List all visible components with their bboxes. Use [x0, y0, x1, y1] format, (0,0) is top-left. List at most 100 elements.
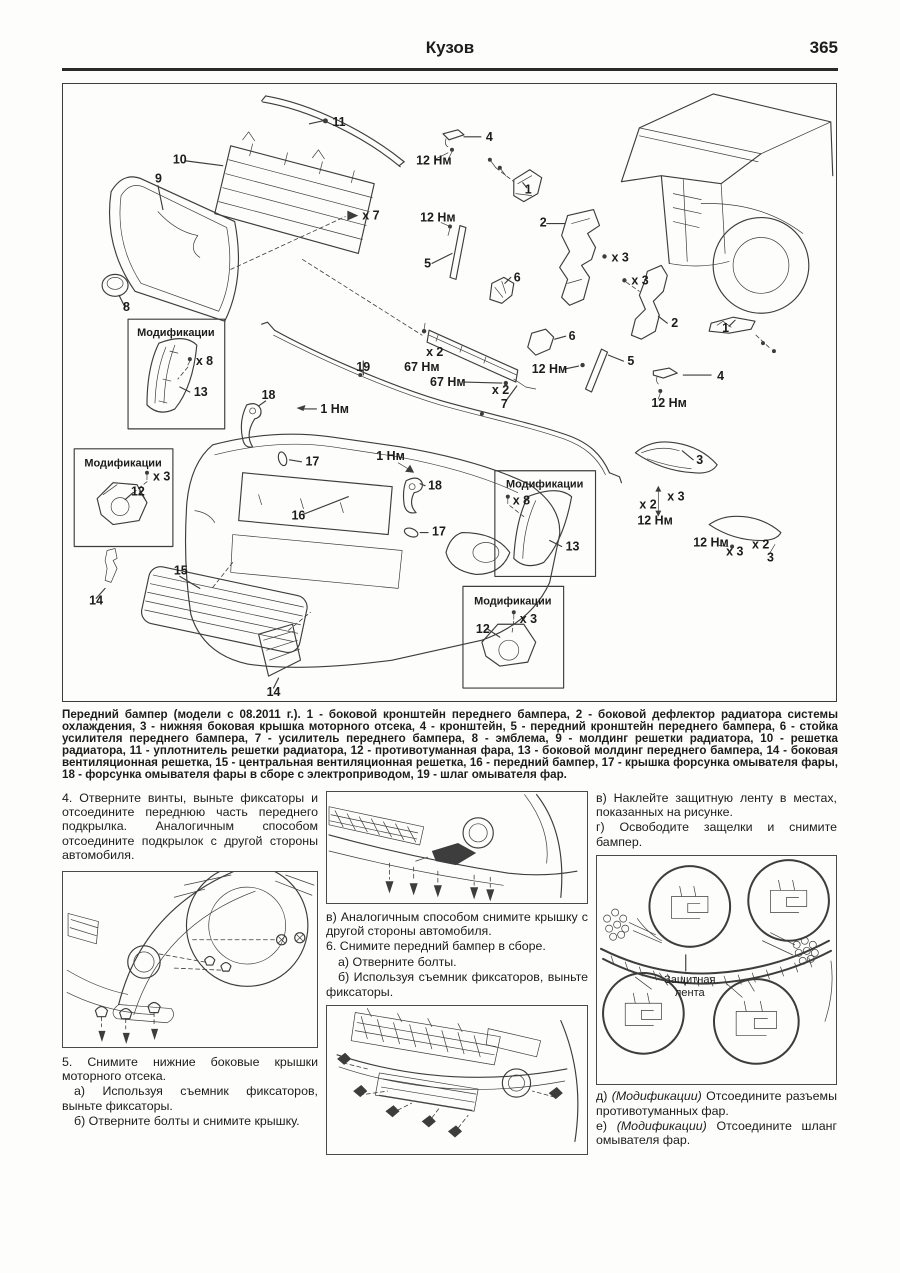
bumper-front-svg — [336, 1008, 579, 1143]
diagram-callout: 18 — [428, 479, 442, 493]
diagram-callout: 12 Нм — [693, 536, 728, 550]
step-d-label: д) — [596, 1089, 608, 1104]
diagram-callout: 14 — [89, 593, 103, 607]
step-4-text: 4. Отверните винты, выньте фиксаторы и о… — [62, 790, 318, 863]
line-art — [328, 793, 578, 901]
bumper-corner-figure — [326, 790, 588, 904]
diagram-callout: 67 Нм — [430, 375, 465, 389]
diagram-callout: 13 — [194, 385, 208, 399]
diagram-callout: x 3 — [520, 612, 537, 626]
bumper-front-figure — [326, 1005, 588, 1155]
column-middle: в) Аналогичным способом снимите крышку с… — [326, 790, 588, 1155]
diagram-callout: 12 Нм — [637, 514, 672, 528]
diagram-callout: x 8 — [513, 494, 530, 508]
diagram-callout: 16 — [292, 509, 306, 523]
step-6-text: 6. Снимите передний бампер в сборе. — [326, 939, 546, 954]
step-d-mod: (Модификации) — [611, 1089, 702, 1104]
instruction-columns: 4. Отверните винты, выньте фиксаторы и о… — [62, 790, 838, 1155]
diagram-callout: x 3 — [726, 544, 743, 558]
bumper-corner-svg — [328, 793, 578, 901]
diagram-callout: x 7 — [362, 209, 379, 223]
line-art — [66, 871, 315, 1044]
column-left: 4. Отверните винты, выньте фиксаторы и о… — [62, 791, 318, 1155]
diagram-callout: 5 — [424, 256, 431, 270]
wheel-arch-figure — [62, 870, 318, 1048]
diagram-callout: 17 — [432, 525, 446, 539]
diagram-callout: 2 — [540, 216, 547, 230]
step-5a-text: а) Используя съемник фиксаторов, выньте … — [62, 1084, 318, 1113]
column-right: в) Наклейте защитную ленту в местах, пок… — [596, 791, 837, 1155]
diagram-callout: 19 — [356, 360, 370, 374]
diagram-callout: 1 — [722, 321, 729, 335]
diagram-callout: x 2 — [426, 345, 443, 359]
diagram-callout: 12 Нм — [532, 362, 567, 376]
page-header: Кузов 365 — [62, 38, 838, 62]
diagram-callout: 12 — [131, 485, 145, 499]
step-5b-text: б) Отверните болты и снимите крышку. — [74, 1114, 300, 1129]
step-d-body: Отсоедините разъемы противотуманных фар. — [596, 1089, 837, 1118]
diagram-callout: x 3 — [667, 490, 684, 504]
header-rule — [62, 68, 838, 71]
diagram-callout: 1 Нм — [376, 449, 405, 463]
diagram-callout: 1 — [525, 183, 532, 197]
diagram-callout: 8 — [123, 300, 130, 314]
diagram-callout: x 3 — [153, 470, 170, 484]
diagram-callout: Защитная — [664, 974, 716, 986]
diagram-callout: Модификации — [84, 458, 161, 470]
diagram-callout: 5 — [627, 354, 634, 368]
diagram-callout: 2 — [671, 316, 678, 330]
diagram-callout: 12 Нм — [420, 211, 455, 225]
diagram-callout: 15 — [174, 563, 188, 577]
step-e-label: е) — [596, 1119, 608, 1133]
diagram-callout: 11 — [332, 115, 345, 129]
diagram-callout: 7 — [501, 397, 508, 411]
diagram-callout: 12 — [476, 622, 490, 636]
figure-caption: Передний бампер (модели с 08.2011 г.). 1… — [62, 708, 838, 782]
diagram-callout: лента — [675, 987, 706, 999]
wheel-arch-svg — [66, 871, 315, 1044]
step-v-text: в) Аналогичным способом снимите крышку с… — [326, 909, 588, 938]
diagram-callout: x 2 — [639, 498, 656, 512]
diagram-callout: 14 — [267, 685, 281, 699]
diagram-callout: Модификации — [137, 327, 214, 339]
diagram-callout: 12 Нм — [651, 396, 686, 410]
diagram-callout: x 3 — [631, 273, 648, 287]
step-6a-text: а) Отверните болты. — [338, 954, 457, 969]
diagram-callout: 1 Нм — [320, 402, 349, 416]
line-art — [336, 1008, 579, 1143]
diagram-callout: 4 — [717, 369, 724, 383]
diagram-callout: 10 — [173, 153, 187, 167]
step-e-body: Отсоедините шланг омывателя фар. — [596, 1119, 837, 1148]
step-6b-text: б) Используя съемник фиксаторов, выньте … — [326, 970, 588, 999]
diagram-callout: x 2 — [492, 383, 509, 397]
step-5-text: 5. Снимите нижние боковые крышки моторно… — [62, 1054, 318, 1083]
diagram-callout: 17 — [305, 455, 319, 469]
diagram-callout: 13 — [566, 539, 580, 553]
diagram-callout: 9 — [155, 172, 162, 186]
diagram-callout: 6 — [569, 329, 576, 343]
diagram-callout: 67 Нм — [404, 360, 439, 374]
step-g-text: г) Освободите защелки и снимите бампер. — [596, 820, 837, 849]
step-v-text: в) Наклейте защитную ленту в местах, пок… — [596, 790, 837, 819]
diagram-callout: 3 — [767, 550, 774, 564]
line-art — [73, 93, 834, 689]
diagram-callout: x 3 — [611, 250, 628, 264]
diagram-callout: 18 — [262, 388, 276, 402]
diagram-callout: 6 — [514, 270, 521, 284]
page-number: 365 — [809, 38, 838, 57]
step-e-text: е) (Модификации) Отсоедините шланг омыва… — [596, 1119, 837, 1148]
step-e-mod: (Модификации) — [616, 1119, 707, 1133]
diagram-callout: 12 Нм — [416, 154, 451, 168]
diagram-callout: Модификации — [506, 479, 583, 491]
diagram-callout: 3 — [696, 453, 703, 467]
page-title: Кузов — [425, 38, 475, 57]
line-art — [600, 859, 833, 1065]
diagram-callout: 4 — [486, 130, 493, 144]
diagram-callout: Модификации — [474, 595, 551, 607]
diagram-callout: x 8 — [196, 354, 213, 368]
